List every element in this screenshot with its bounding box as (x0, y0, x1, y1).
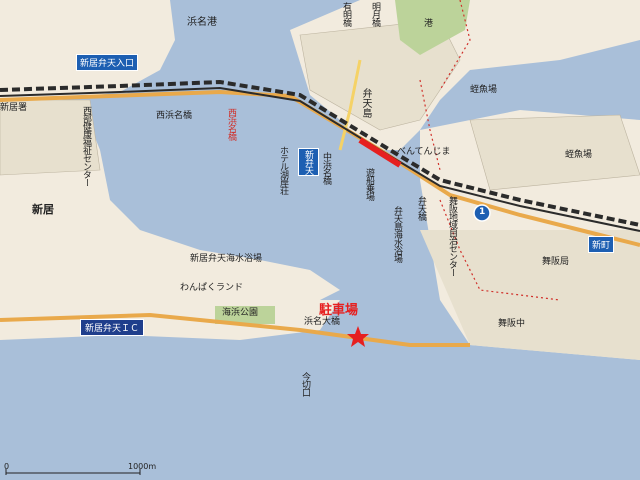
label-maisaka-center: 舞阪地域自治センター (447, 196, 457, 276)
route-number: 1 (479, 207, 486, 217)
label-arai-shusho: 新居署 (0, 103, 28, 113)
label-hamanako: 浜名港 (187, 17, 217, 28)
label-nakahamanabashi: 中浜名橋 (321, 152, 331, 184)
label-maisaka-jhs: 舞阪中 (498, 319, 526, 329)
ic-label: 新居弁天ＩＣ (80, 319, 145, 336)
label-wanpaku: わんぱくランド (180, 283, 244, 293)
label-kaihin-park: 海浜公園 (222, 308, 259, 318)
label-arai: 新居 (32, 203, 54, 216)
label-bentenjima-hira: べんてんじま (397, 147, 451, 157)
label-health-center: 西部健康福祉センター (81, 106, 91, 186)
label-imagiri: 今切口 (300, 372, 310, 396)
label-kogakubashi: 港 (424, 19, 434, 29)
label-meigetsubashi: 明月橋 (370, 2, 380, 26)
label-bentenjima: 弁天島 (360, 88, 371, 118)
parking-label[interactable]: 駐車場 (319, 303, 359, 318)
label-maisaka-post: 舞阪局 (542, 257, 570, 267)
label-asobune: 遊船乗場 (364, 168, 374, 200)
label-ariakebashi: 有明橋 (341, 2, 351, 26)
label-arai-benten-beach: 新居弁天海水浴場 (190, 254, 263, 264)
label-bentenbashi: 弁天橋 (416, 196, 426, 220)
label-nishihamanabashi: 西浜名橋 (156, 111, 193, 121)
sign-entrance: 新居弁天入口 (76, 54, 139, 71)
scale-zero: 0 (4, 462, 10, 471)
label-seigyoba: 蛭魚場 (470, 85, 498, 95)
label-hamanaohashi: 浜名大橋 (304, 317, 341, 327)
sign-shinbenten: 新弁天 (298, 148, 319, 176)
sign-shinmachi: 新町 (588, 236, 615, 253)
scale-distance: 1000m (128, 462, 157, 471)
label-hotel: ホテル湖岸荘 (278, 146, 288, 194)
label-bentenshima-beach: 弁天島海水浴場 (392, 206, 402, 262)
label-seigyoba2: 蛭魚場 (565, 150, 593, 160)
label-nishihamanabashi-red: 西浜名橋 (226, 108, 236, 140)
